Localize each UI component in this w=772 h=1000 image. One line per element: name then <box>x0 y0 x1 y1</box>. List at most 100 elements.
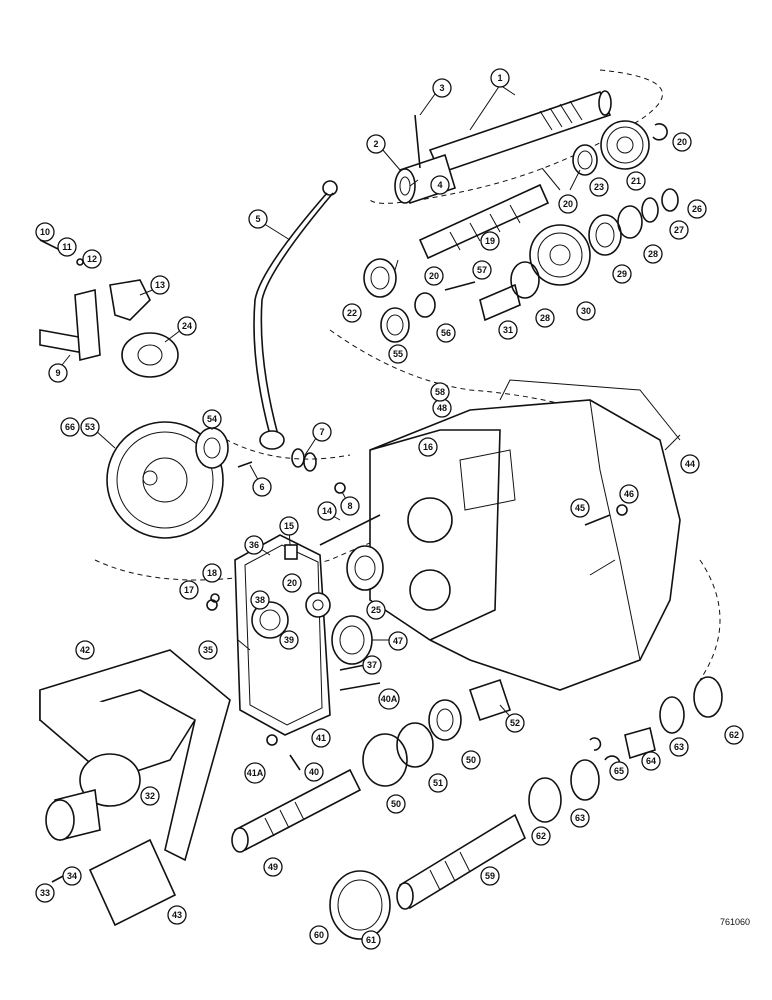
svg-text:25: 25 <box>371 605 381 615</box>
svg-text:24: 24 <box>182 321 192 331</box>
svg-text:35: 35 <box>203 645 213 655</box>
svg-text:62: 62 <box>729 730 739 740</box>
svg-text:5: 5 <box>255 214 260 224</box>
svg-text:28: 28 <box>648 249 658 259</box>
svg-text:54: 54 <box>207 414 217 424</box>
callout-40A: 40A <box>378 688 400 710</box>
svg-text:42: 42 <box>80 645 90 655</box>
callout-50-right: 50 <box>461 750 481 770</box>
callout-30: 30 <box>576 301 596 321</box>
svg-text:18: 18 <box>207 568 217 578</box>
callout-31: 31 <box>498 320 518 340</box>
svg-text:61: 61 <box>366 935 376 945</box>
callout-40: 40 <box>304 762 324 782</box>
svg-text:46: 46 <box>624 489 634 499</box>
callout-27: 27 <box>669 220 689 240</box>
svg-text:50: 50 <box>466 755 476 765</box>
svg-text:57: 57 <box>477 265 487 275</box>
callout-41A: 41A <box>244 762 266 784</box>
svg-text:29: 29 <box>617 269 627 279</box>
callout-24: 24 <box>177 316 197 336</box>
shift-lever <box>237 180 346 494</box>
callout-42: 42 <box>75 640 95 660</box>
svg-text:2: 2 <box>373 139 378 149</box>
svg-text:27: 27 <box>674 225 684 235</box>
svg-text:15: 15 <box>284 521 294 531</box>
shift-fork-assembly <box>39 239 179 378</box>
svg-text:19: 19 <box>485 236 495 246</box>
svg-text:60: 60 <box>314 930 324 940</box>
svg-text:48: 48 <box>437 403 447 413</box>
callout-61: 61 <box>361 930 381 950</box>
callout-4: 4 <box>430 175 450 195</box>
callout-25: 25 <box>366 600 386 620</box>
svg-text:14: 14 <box>322 506 332 516</box>
svg-text:49: 49 <box>268 862 278 872</box>
svg-text:1: 1 <box>497 73 502 83</box>
svg-text:20: 20 <box>287 578 297 588</box>
svg-text:22: 22 <box>347 308 357 318</box>
svg-text:7: 7 <box>319 427 324 437</box>
svg-text:31: 31 <box>503 325 513 335</box>
callout-28-right: 28 <box>643 244 663 264</box>
callout-57: 57 <box>472 260 492 280</box>
callout-37: 37 <box>362 655 382 675</box>
svg-text:20: 20 <box>429 271 439 281</box>
callout-56: 56 <box>436 323 456 343</box>
callout-16: 16 <box>418 437 438 457</box>
callout-18: 18 <box>202 563 222 583</box>
callout-20-mid: 20 <box>558 194 578 214</box>
svg-text:10: 10 <box>40 227 50 237</box>
callout-48: 48 <box>432 398 452 418</box>
callout-62-lower: 62 <box>531 826 551 846</box>
svg-text:6: 6 <box>259 482 264 492</box>
svg-text:65: 65 <box>614 766 624 776</box>
svg-text:41: 41 <box>316 733 326 743</box>
callout-20-left: 20 <box>424 266 444 286</box>
callout-11: 11 <box>57 237 77 257</box>
drive-gear <box>106 421 229 539</box>
callout-58: 58 <box>430 382 450 402</box>
callout-13: 13 <box>150 275 170 295</box>
callout-34: 34 <box>62 866 82 886</box>
callout-7: 7 <box>312 422 332 442</box>
callout-44: 44 <box>680 454 700 474</box>
svg-text:28: 28 <box>540 313 550 323</box>
callout-bubbles: 1 2 3 4 5 6 7 8 9 10 11 12 13 14 15 16 1… <box>35 68 744 950</box>
callout-19: 19 <box>480 231 500 251</box>
svg-text:9: 9 <box>55 368 60 378</box>
upper-shaft-assembly <box>363 90 679 343</box>
callout-23: 23 <box>589 177 609 197</box>
callout-28-left: 28 <box>535 308 555 328</box>
svg-text:47: 47 <box>393 636 403 646</box>
svg-text:21: 21 <box>631 176 641 186</box>
callout-17: 17 <box>179 580 199 600</box>
svg-text:62: 62 <box>536 831 546 841</box>
callout-50-left: 50 <box>386 794 406 814</box>
callout-63-lower: 63 <box>570 808 590 828</box>
svg-text:20: 20 <box>677 137 687 147</box>
svg-text:50: 50 <box>391 799 401 809</box>
svg-text:3: 3 <box>439 83 444 93</box>
lower-shaft-assembly <box>231 676 723 940</box>
callout-55: 55 <box>388 344 408 364</box>
svg-text:40: 40 <box>309 767 319 777</box>
svg-text:45: 45 <box>575 503 585 513</box>
svg-text:34: 34 <box>67 871 77 881</box>
callout-38: 38 <box>250 590 270 610</box>
svg-text:64: 64 <box>646 756 656 766</box>
svg-text:16: 16 <box>423 442 433 452</box>
svg-text:23: 23 <box>594 182 604 192</box>
svg-text:32: 32 <box>145 791 155 801</box>
svg-text:56: 56 <box>441 328 451 338</box>
svg-text:8: 8 <box>347 501 352 511</box>
svg-text:53: 53 <box>85 422 95 432</box>
callout-66: 66 <box>60 417 80 437</box>
callout-65: 65 <box>609 761 629 781</box>
callout-62-upper: 62 <box>724 725 744 745</box>
callout-43: 43 <box>167 905 187 925</box>
callout-8: 8 <box>340 496 360 516</box>
callout-14: 14 <box>317 501 337 521</box>
svg-text:39: 39 <box>284 635 294 645</box>
